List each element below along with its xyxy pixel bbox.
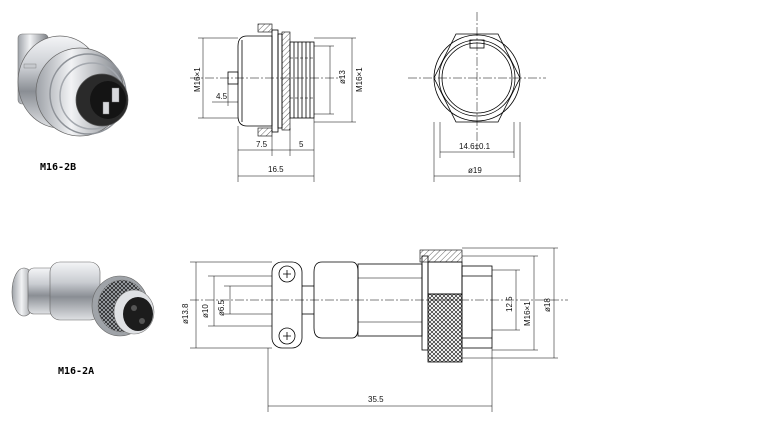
dim-hex-diameter: ø19 — [468, 166, 482, 175]
dim-plug-length: 35.5 — [368, 395, 384, 404]
caption-m16-2a: M16-2A — [58, 366, 94, 377]
caption-m16-2b: M16-2B — [40, 162, 76, 173]
plug-side-view — [190, 249, 568, 363]
dim-plug-d5: ø18 — [543, 298, 552, 312]
photo-m16-2a — [11, 261, 155, 337]
dim-plug-d3: ø6.5 — [217, 299, 226, 316]
dim-thread-left: M16×1 — [193, 67, 202, 92]
dim-plug-d2: ø10 — [201, 304, 210, 318]
photo-m16-2b — [17, 33, 129, 137]
dim-plug-thread: M16×1 — [523, 301, 532, 326]
socket-side-view — [190, 23, 342, 137]
dim-plug-d1: ø13.8 — [181, 303, 190, 324]
socket-front-view — [408, 12, 546, 150]
dim-length-b: 5 — [299, 140, 304, 149]
socket-front-dims: 14.6±0.1 ø19 — [433, 122, 521, 182]
dim-flat-width: 14.6±0.1 — [459, 142, 491, 151]
dim-total-length: 16.5 — [268, 165, 284, 174]
dim-pin-length: 4.5 — [216, 92, 228, 101]
dim-thread-right: M16×1 — [355, 67, 364, 92]
dim-length-a: 7.5 — [256, 140, 268, 149]
plug-side-dims: ø13.8 ø10 ø6.5 12.5 M16×1 ø18 35.5 — [181, 247, 558, 412]
dim-plug-d4: 12.5 — [505, 296, 514, 312]
socket-side-dims: M16×1 4.5 ø13 M16×1 7.5 5 16.5 — [193, 37, 364, 182]
dim-body-diameter: ø13 — [338, 70, 347, 84]
